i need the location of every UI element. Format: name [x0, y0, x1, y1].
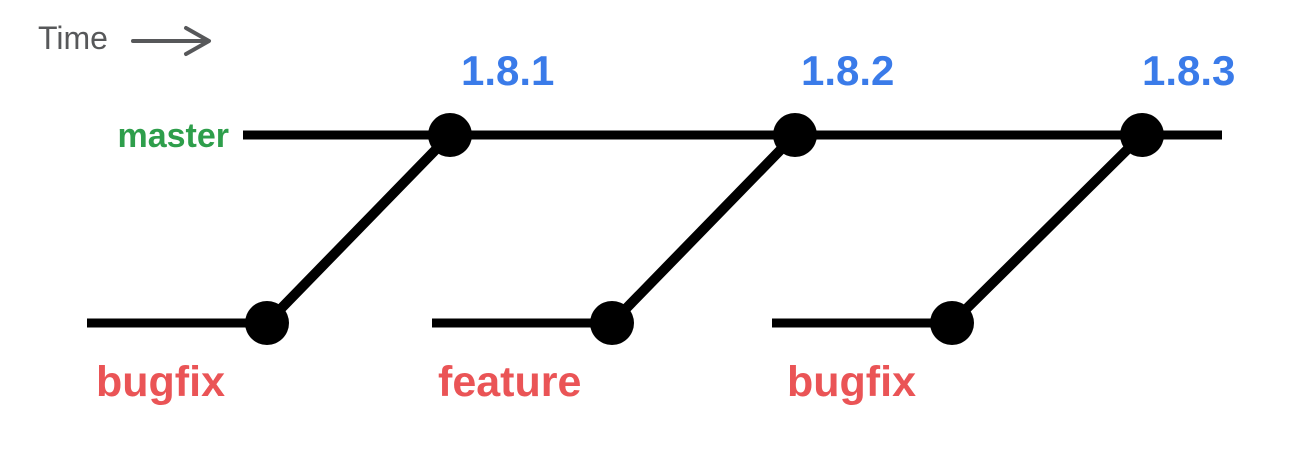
merge-line-bugfix-to-181	[262, 130, 455, 328]
merge-line-feature-to-182	[607, 130, 800, 328]
master-commit-dot-181	[428, 113, 472, 157]
time-arrow-head	[184, 26, 211, 56]
branch-label-feature: feature	[438, 358, 581, 406]
time-label: Time	[38, 20, 108, 56]
time-arrow-icon	[131, 26, 211, 56]
merge-line-bugfix-to-183	[947, 130, 1147, 328]
version-tag-182: 1.8.2	[801, 47, 894, 94]
version-tag-181: 1.8.1	[461, 47, 554, 94]
branch-labels: bugfix feature bugfix	[96, 358, 916, 406]
master-commit-dot-182	[773, 113, 817, 157]
commit-lines	[87, 130, 1222, 328]
version-tag-183: 1.8.3	[1142, 47, 1235, 94]
feature-commit-dot	[590, 301, 634, 345]
branch-label-bugfix-1: bugfix	[96, 358, 225, 406]
master-commit-dot-183	[1120, 113, 1164, 157]
branch-label-bugfix-2: bugfix	[787, 358, 916, 406]
time-axis: Time	[38, 20, 211, 56]
bugfix-commit-dot-2	[930, 301, 974, 345]
commit-dots	[245, 113, 1164, 345]
bugfix-commit-dot-1	[245, 301, 289, 345]
version-tags: 1.8.1 1.8.2 1.8.3	[461, 47, 1235, 94]
master-branch-label: master	[117, 117, 229, 155]
